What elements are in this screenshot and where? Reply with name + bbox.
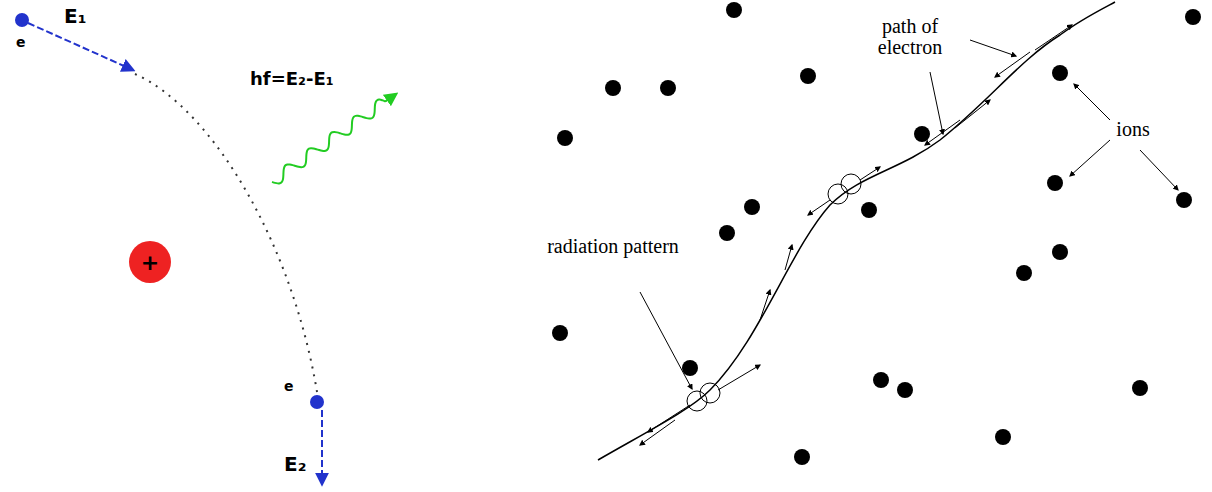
electron	[310, 395, 324, 409]
label-box: E₂	[284, 452, 306, 476]
label-box: e	[284, 378, 294, 394]
ion-dots	[552, 2, 1201, 465]
label-box: ions	[1113, 119, 1153, 140]
energy-label: E₂	[284, 452, 306, 476]
particle-label: e	[284, 378, 294, 394]
callout-label: radiation pattern	[547, 235, 679, 257]
callout-label: ions	[1116, 118, 1149, 140]
velocity-arrow	[28, 23, 133, 70]
energy-label: E₁	[64, 4, 86, 28]
label-box: hf=E₂-E₁	[250, 68, 334, 89]
label-box: radiation pattern	[546, 236, 680, 257]
ion-circle: +	[128, 240, 172, 284]
callout-label: path of electron	[878, 15, 942, 58]
label-box: e	[16, 34, 26, 50]
label-box: E₁	[64, 4, 86, 28]
particle-label: e	[16, 34, 26, 50]
charge-sign: +	[141, 250, 159, 275]
emission-arrows	[640, 25, 1072, 445]
photon-energy: hf=E₂-E₁	[250, 68, 334, 89]
velocity-arrow	[321, 410, 323, 484]
electron-path	[598, 2, 1115, 460]
photon-wave	[272, 94, 396, 183]
leader-lines	[640, 40, 1178, 389]
electron	[15, 13, 29, 27]
radiation-pattern	[687, 174, 861, 411]
electron-trajectory	[135, 74, 318, 398]
label-box: path of electron	[852, 16, 968, 58]
